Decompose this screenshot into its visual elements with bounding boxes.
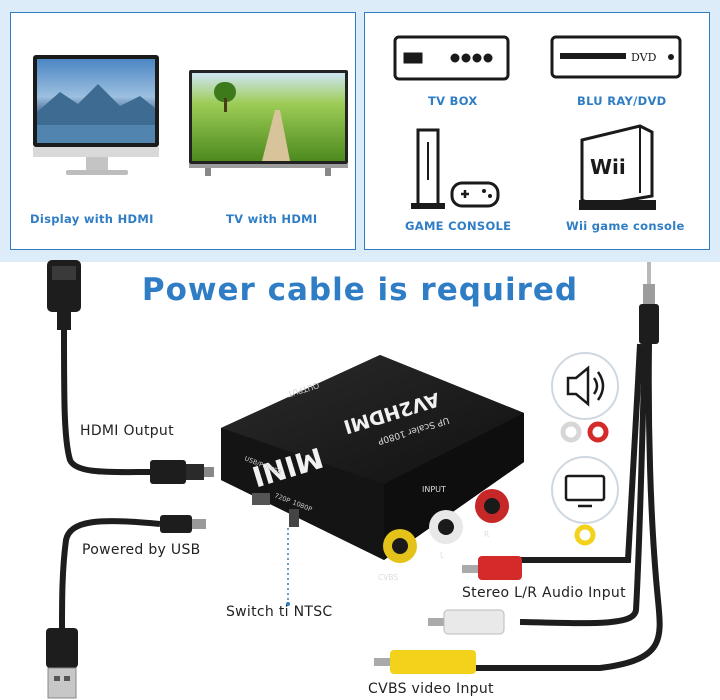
usb-cable: [46, 515, 206, 699]
wii-logo-text: Wii: [590, 155, 626, 179]
caption-tv-hdmi: TV with HDMI: [226, 212, 318, 226]
label-stereo-audio: Stereo L/R Audio Input: [462, 585, 626, 601]
headline: Power cable is required: [141, 272, 579, 308]
adapter-l-label: L: [440, 551, 445, 560]
tv-box-icon: [393, 35, 510, 81]
adapter-cvbs-label: CVBS: [378, 573, 398, 582]
monitor-icon: [33, 55, 159, 175]
label-switch: Switch ti NTSC: [226, 604, 333, 620]
game-console-icon: [411, 128, 500, 209]
white-jack-dot: [560, 421, 582, 443]
rca-plug-yellow: [374, 650, 476, 674]
caption-bluray-dvd: BLU RAY/DVD: [577, 94, 667, 108]
caption-wii-console: Wii game console: [566, 219, 685, 233]
label-cvbs-video: CVBS video Input: [368, 681, 494, 697]
caption-game-console: GAME CONSOLE: [405, 219, 512, 233]
tv-icon: [189, 70, 348, 176]
dvd-logo-text: DVD: [631, 51, 657, 64]
dvd-player-icon: DVD: [550, 35, 682, 79]
rca-plug-white: [428, 609, 505, 635]
caption-tv-box: TV BOX: [428, 94, 478, 108]
audio-jack-cable: [470, 262, 663, 671]
label-hdmi-output: HDMI Output: [80, 423, 174, 439]
av2hdmi-adapter: MINI AV2HDMI UP Scaler 1080P OUTPUT INPU…: [221, 355, 524, 582]
rca-plug-red: [462, 556, 522, 580]
label-powered-usb: Powered by USB: [82, 542, 201, 558]
yellow-jack-dot: [574, 524, 596, 546]
video-icon: [551, 456, 619, 524]
wii-console-icon: Wii: [579, 124, 656, 210]
speaker-icon: [551, 352, 619, 420]
adapter-r-label: R: [484, 530, 489, 539]
caption-display-hdmi: Display with HDMI: [30, 212, 154, 226]
hdmi-cable: [47, 260, 214, 484]
adapter-input-label: INPUT: [422, 485, 446, 494]
red-jack-dot: [587, 421, 609, 443]
